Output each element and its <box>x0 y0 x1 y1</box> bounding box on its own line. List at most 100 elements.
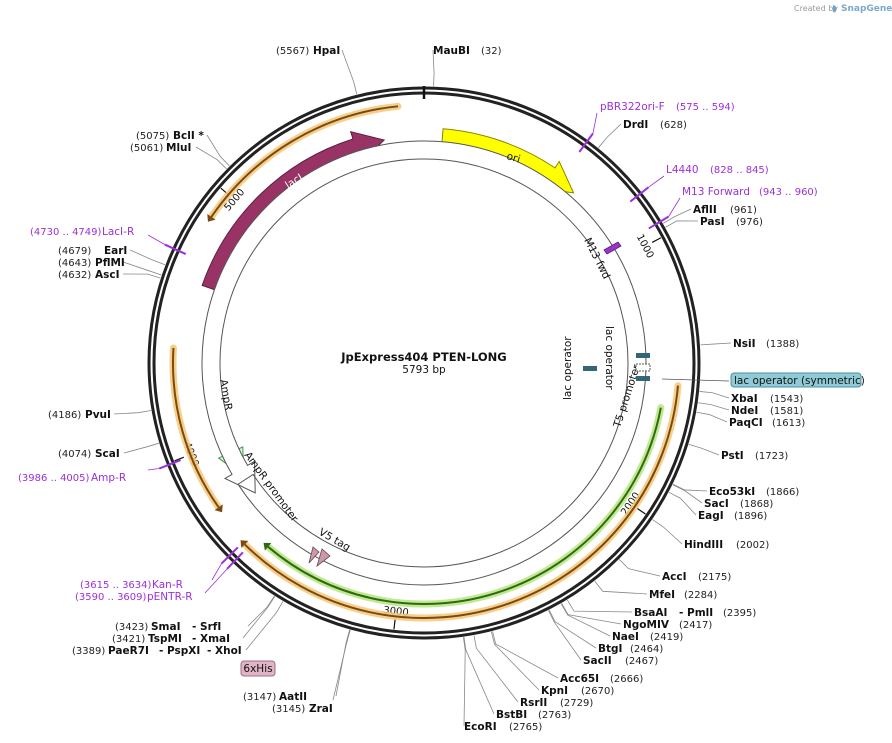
site-leader-line <box>652 519 683 545</box>
nsii-position: (1388) <box>766 339 799 350</box>
site-leader-line <box>668 491 697 516</box>
lac-operator-box-2 <box>636 353 650 358</box>
pbr322ori-f-primer-range: (575 .. 594) <box>676 102 735 113</box>
site-leader-line <box>700 342 732 346</box>
zrai-label: ZraI <box>309 703 333 715</box>
nsii-label: NsiI <box>733 338 756 350</box>
pmli-label: - PmlI <box>679 607 713 619</box>
ndei-label: NdeI <box>731 405 758 417</box>
orf-arcs <box>169 102 682 622</box>
pasi-label: PasI <box>700 216 725 228</box>
site-leader-line <box>122 261 162 276</box>
pasi-position: (976) <box>736 217 763 228</box>
site-leader-line <box>698 402 730 411</box>
kan-r-primer-range: (3615 .. 3634) <box>80 580 152 591</box>
orf-right-green-head <box>263 542 272 551</box>
site-leader-line <box>561 603 622 625</box>
psti-label: PstI <box>721 450 744 462</box>
drdi-label: DrdI <box>623 119 648 131</box>
site-leader-line <box>548 609 597 649</box>
btgi-position: (2464) <box>630 644 663 655</box>
site-leader-line <box>567 599 633 613</box>
bcli-position: (5075) <box>136 131 169 142</box>
site-leader-line <box>335 629 351 697</box>
primer-mark <box>648 215 670 230</box>
site-leader-line <box>548 610 582 661</box>
maubi-label: MauBI <box>433 45 470 57</box>
sacii-label: SacII <box>583 655 612 667</box>
saci-position: (1868) <box>740 499 773 510</box>
lac-operator-symmetric-leader <box>661 378 730 382</box>
orf-top-left <box>210 105 399 218</box>
acci-label: AccI <box>662 571 686 583</box>
site-leader-line <box>242 596 276 639</box>
xmai-label: - XmaI <box>192 633 230 645</box>
lac-operator-symmetric-box <box>730 372 862 388</box>
bstbi-label: BstBI <box>496 709 527 721</box>
primer-mark <box>226 551 244 570</box>
mlui-position: (5061) <box>130 143 163 154</box>
snapgene-logo-icon: ◗ <box>832 4 837 14</box>
xhoi-label: - XhoI <box>207 645 242 657</box>
site-leader-line <box>560 603 611 637</box>
6xhis-feature-box <box>240 660 276 677</box>
v5-tag-arrow-2 <box>316 548 331 568</box>
ampr-promoter-arrow <box>201 140 647 586</box>
site-leader-line <box>129 249 166 266</box>
eari-label: EarI <box>104 245 127 257</box>
scai-position: (4074) <box>58 449 91 460</box>
hpai-position: (5567) <box>276 46 309 57</box>
primer-leader-line <box>592 112 598 134</box>
psti-position: (1723) <box>755 451 788 462</box>
site-leader-line <box>594 580 648 595</box>
laci-r-primer-range: (4730 .. 4749) <box>30 227 102 238</box>
btgi-label: BtgI <box>598 643 622 655</box>
site-leader-line <box>473 635 519 703</box>
site-leader-line <box>665 220 699 228</box>
site-leader-line <box>432 49 435 87</box>
rsrii-label: RsrII <box>520 697 547 709</box>
bcli-label: BclI * <box>173 130 204 142</box>
tick-mark <box>174 456 185 462</box>
pflmi-label: PflMI <box>95 257 125 269</box>
aflii-position: (961) <box>730 205 757 216</box>
paer7i-label: PaeR7I <box>108 645 149 657</box>
primer-mark <box>220 546 239 565</box>
mlui-label: MluI <box>166 142 191 154</box>
primer-mark <box>629 186 650 203</box>
site-leader-line <box>113 410 152 415</box>
primer-mark <box>164 243 187 256</box>
bsaai-label: BsaAI <box>634 607 667 619</box>
sacii-position: (2467) <box>625 656 658 667</box>
site-leader-line <box>123 442 159 454</box>
xbai-label: XbaI <box>731 393 758 405</box>
site-leader-line <box>598 123 622 149</box>
site-leader-line <box>245 601 284 651</box>
drdi-position: (628) <box>660 120 687 131</box>
site-leader-line <box>672 484 703 504</box>
lac-operator-label-2: lac operator <box>603 326 615 390</box>
site-leader-line <box>332 629 351 701</box>
laci-r-primer-label: LacI-R <box>102 226 134 238</box>
xhoi-name: XhoI <box>215 645 242 657</box>
m13-forward-primer-label: M13 Forward <box>682 186 750 198</box>
lac-operator-box-3 <box>636 376 650 381</box>
site-leader-line <box>672 483 708 492</box>
aflii-label: AflII <box>693 204 717 216</box>
kan-r-primer-label: Kan-R <box>152 579 183 591</box>
primer-leader-line <box>211 563 222 581</box>
tspmi-label: TspMI <box>148 633 182 645</box>
smai-srfi-position: (3423) <box>115 622 148 633</box>
plasmid-name: JpExpress404 PTEN-LONG <box>340 350 506 364</box>
ecori-position: (2765) <box>509 722 542 733</box>
plasmid-size: 5793 bp <box>402 364 446 376</box>
paqci-position: (1613) <box>772 418 805 429</box>
pentr-r-primer-range: (3590 .. 3609) <box>75 592 147 603</box>
eco53ki-position: (1866) <box>766 487 799 498</box>
lac-operator-symmetric-label: lac operator (symmetric) <box>734 375 865 387</box>
xmai-name: XmaI <box>200 633 230 645</box>
primer-leader-line <box>648 175 665 188</box>
pbr322ori-f-primer-label: pBR322ori-F <box>600 101 665 113</box>
site-leader-line <box>206 134 230 167</box>
site-leader-line <box>663 208 692 224</box>
